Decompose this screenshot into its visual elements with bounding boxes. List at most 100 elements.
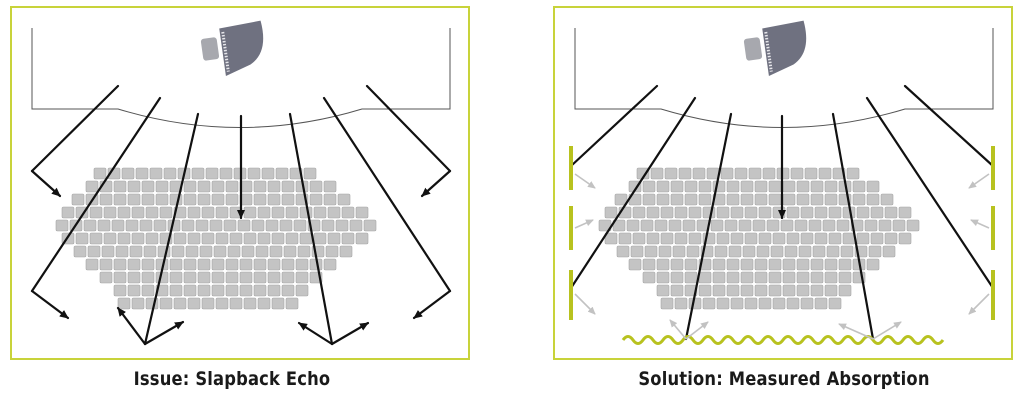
seat — [197, 193, 211, 206]
seat — [127, 284, 141, 297]
seat — [127, 193, 141, 206]
seat — [201, 206, 215, 219]
sound-rays — [569, 84, 995, 341]
seat — [145, 206, 159, 219]
seat — [674, 232, 688, 245]
seat — [299, 206, 313, 219]
seat — [660, 297, 674, 310]
seat — [191, 167, 205, 180]
absorption-panels — [569, 146, 995, 320]
measured-absorption-diagram — [553, 6, 1013, 360]
seat — [632, 232, 646, 245]
seat — [281, 284, 295, 297]
seat — [614, 193, 628, 206]
seat — [804, 167, 818, 180]
solution-caption: Solution: Measured Absorption — [638, 368, 930, 390]
seat — [660, 232, 674, 245]
seat — [868, 245, 882, 258]
seat — [241, 245, 255, 258]
seat — [814, 232, 828, 245]
seat — [838, 258, 852, 271]
seat — [171, 245, 185, 258]
seat — [225, 284, 239, 297]
seat — [103, 206, 117, 219]
seat — [744, 232, 758, 245]
seat — [726, 284, 740, 297]
seat — [688, 232, 702, 245]
seat — [239, 271, 253, 284]
seat — [285, 232, 299, 245]
seat — [267, 271, 281, 284]
seat — [740, 193, 754, 206]
seat — [716, 206, 730, 219]
seat — [205, 167, 219, 180]
seat — [682, 219, 696, 232]
seat — [866, 180, 880, 193]
seat — [103, 232, 117, 245]
seat — [684, 193, 698, 206]
seat — [223, 219, 237, 232]
seat — [906, 219, 920, 232]
seat — [818, 167, 832, 180]
seat — [195, 219, 209, 232]
seat — [129, 245, 143, 258]
seat — [604, 206, 618, 219]
seat — [281, 258, 295, 271]
reflection-arrow-icon — [330, 321, 370, 346]
seat — [730, 297, 744, 310]
seat — [275, 167, 289, 180]
seat — [55, 219, 69, 232]
seat — [85, 180, 99, 193]
reflection-arrow-icon — [574, 219, 594, 229]
seat — [768, 258, 782, 271]
seating-block — [598, 167, 920, 310]
seat — [135, 167, 149, 180]
seat — [335, 219, 349, 232]
seat — [810, 258, 824, 271]
seat — [754, 193, 768, 206]
seat — [295, 271, 309, 284]
seat — [297, 245, 311, 258]
seat — [810, 180, 824, 193]
seat — [728, 245, 742, 258]
seat — [698, 284, 712, 297]
seat — [772, 232, 786, 245]
reflection-arrow-icon — [970, 219, 990, 229]
seat — [73, 245, 87, 258]
seat — [836, 219, 850, 232]
grand-piano-icon — [200, 20, 264, 77]
seat — [870, 232, 884, 245]
seat — [796, 258, 810, 271]
seat — [726, 180, 740, 193]
seat — [660, 206, 674, 219]
seat — [281, 271, 295, 284]
seat — [824, 180, 838, 193]
solution-diagram-panel — [553, 6, 1013, 360]
seat — [824, 271, 838, 284]
seat — [225, 193, 239, 206]
seat — [197, 284, 211, 297]
sound-ray-arrow-icon — [684, 112, 733, 341]
seat — [121, 167, 135, 180]
seat — [766, 219, 780, 232]
seat — [269, 245, 283, 258]
seat — [183, 271, 197, 284]
seat — [692, 167, 706, 180]
seat — [113, 271, 127, 284]
seat — [678, 167, 692, 180]
seat — [698, 193, 712, 206]
seat — [285, 206, 299, 219]
seat — [780, 219, 794, 232]
seat — [323, 180, 337, 193]
seat — [716, 232, 730, 245]
seat — [247, 167, 261, 180]
sound-rays — [30, 84, 452, 346]
seat — [197, 258, 211, 271]
seat — [628, 258, 642, 271]
seat — [271, 232, 285, 245]
seat — [772, 297, 786, 310]
seat — [852, 193, 866, 206]
seat — [768, 271, 782, 284]
seat — [632, 206, 646, 219]
seat — [654, 219, 668, 232]
